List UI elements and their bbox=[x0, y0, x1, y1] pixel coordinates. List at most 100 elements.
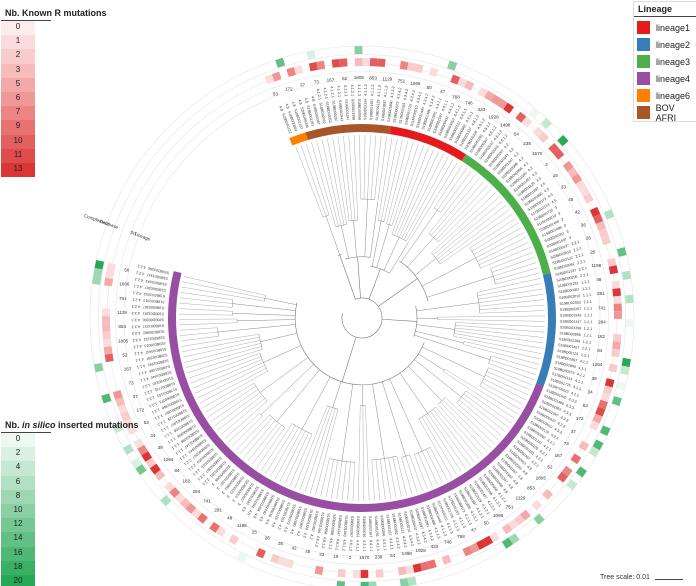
tip-lineage-code: 3 bbox=[563, 223, 567, 228]
tree-tip-branch bbox=[374, 135, 382, 200]
tip-lineage-code: 1.1.1 bbox=[171, 442, 180, 450]
known-r-heat-cell bbox=[613, 303, 622, 312]
known-r-legend-row: 10 bbox=[1, 134, 51, 149]
tree-tip-branch bbox=[341, 461, 347, 500]
tip-lineage-code: 4.2 bbox=[513, 152, 520, 159]
tree-tip-branch bbox=[337, 136, 350, 221]
tip-sit-value: 741 bbox=[598, 305, 606, 310]
tip-sample-id: S18BD00962 bbox=[287, 110, 298, 132]
tip-sample-id: S18BD00367 bbox=[143, 305, 165, 310]
tip-lineage-code: 3 bbox=[221, 490, 225, 494]
tip-lineage-code: 4.4.1.1 bbox=[382, 539, 387, 551]
known-r-heat-cell bbox=[595, 221, 607, 231]
tree-tip-branch bbox=[371, 460, 375, 501]
tip-sit-value: 182 bbox=[182, 479, 190, 484]
insilico-heat-cell bbox=[625, 318, 634, 328]
tree-tip-branch bbox=[190, 356, 261, 384]
tip-sit-value: 53 bbox=[273, 91, 279, 96]
tree-tip-branch bbox=[464, 341, 541, 360]
tree-tip-branch bbox=[440, 171, 472, 213]
tree-branch bbox=[276, 369, 320, 422]
tree-tip-branch bbox=[239, 417, 273, 455]
tip-lineage-code: 4.3.3 bbox=[132, 337, 141, 342]
tree-tip-branch bbox=[458, 399, 503, 437]
tip-sit-value: 853 bbox=[118, 324, 126, 329]
tree-branch bbox=[370, 202, 379, 258]
tree-branch bbox=[433, 207, 441, 213]
tip-lineage-code: 3 bbox=[566, 229, 570, 234]
tree-tip-branch bbox=[289, 434, 313, 487]
tree-tip-branch bbox=[217, 395, 263, 431]
lineage-label: lineage4 bbox=[656, 73, 691, 84]
insilico-legend-swatch bbox=[1, 503, 35, 519]
tip-lineage-code: 4.4.1.1 bbox=[362, 540, 366, 552]
tip-lineage-code: 3 bbox=[554, 206, 558, 211]
tree-tip-branch bbox=[463, 344, 540, 365]
known-r-heat-cell bbox=[141, 451, 153, 462]
tree-tip-branch bbox=[187, 349, 263, 374]
known-r-legend-value: 2 bbox=[15, 50, 21, 60]
tip-lineage-code: 1.1.1 bbox=[167, 436, 176, 444]
tip-sit-value: 167 bbox=[124, 367, 132, 372]
insilico-legend-row: 20 bbox=[1, 574, 51, 586]
tip-sample-id: S18BD00962 bbox=[391, 513, 398, 535]
tip-lineage-code: 4.3.3 bbox=[132, 304, 141, 308]
tip-sample-id: S20BD01597 bbox=[146, 353, 168, 361]
tip-lineage-code: 4.3.3 bbox=[132, 324, 141, 328]
tree-branch bbox=[389, 378, 423, 452]
tree-tip-branch bbox=[399, 151, 439, 238]
tip-lineage-code: 4.4.1.1 bbox=[459, 108, 468, 120]
tip-lineage-code: 4.2.1 bbox=[543, 444, 552, 452]
tip-lineage-code: 1.1.1 bbox=[584, 313, 592, 317]
known-r-heat-cell bbox=[106, 262, 116, 272]
known-r-legend-row: 0 bbox=[1, 21, 51, 36]
tip-sit-value: 853 bbox=[527, 486, 535, 491]
tree-tip-branch bbox=[433, 409, 475, 463]
insilico-legend-swatch bbox=[1, 532, 35, 547]
tree-tip-branch bbox=[437, 315, 545, 318]
insilico-heat-cell bbox=[407, 576, 417, 586]
insilico-heat-cell bbox=[592, 439, 604, 451]
tip-lineage-code: 4.3.4.2 bbox=[429, 95, 436, 107]
tip-sit-value: 768 bbox=[457, 534, 465, 539]
tree-tip-branch bbox=[437, 319, 545, 322]
insilico-legend-swatch bbox=[1, 574, 35, 586]
heatmap-ring-guide bbox=[115, 71, 609, 565]
tree-tip-branch bbox=[220, 398, 265, 435]
tree-branch bbox=[407, 237, 434, 268]
tree-branch bbox=[376, 224, 390, 268]
tree-tip-branch bbox=[418, 418, 453, 478]
lineage-label: lineage1 bbox=[656, 22, 691, 33]
tip-lineage-code: 4.1.2.1 bbox=[497, 492, 507, 504]
tip-lineage-code: 1.1.1 bbox=[164, 431, 173, 439]
tip-sample-id: S19BD02053 bbox=[356, 516, 360, 537]
tip-lineage-code: 4.6.1.2 bbox=[328, 538, 334, 550]
tree-branch bbox=[401, 454, 410, 458]
tree-tip-branch bbox=[495, 272, 540, 285]
tip-sit-value: 284 bbox=[598, 320, 606, 325]
tree-tip-branch bbox=[353, 135, 359, 221]
insilico-legend-value: 20 bbox=[13, 575, 23, 585]
tree-tip-branch bbox=[443, 371, 515, 419]
lineage-legend-item: lineage6 bbox=[634, 87, 696, 104]
known-r-heat-cell bbox=[531, 499, 543, 511]
known-r-heat-cell bbox=[360, 569, 369, 578]
tree-tip-branch bbox=[394, 147, 429, 236]
tip-sit-value: 751 bbox=[119, 296, 127, 301]
tip-sample-id: S18BD00367 bbox=[312, 103, 321, 125]
tip-lineage-code: 4.4.1.1 bbox=[465, 111, 474, 123]
tree-tip-branch bbox=[180, 297, 233, 304]
known-r-legend-row: 5 bbox=[1, 77, 51, 92]
tip-sample-id: S19BD00373 bbox=[159, 392, 180, 404]
tip-lineage-code: 4.2.1 bbox=[135, 277, 144, 282]
tip-sample-id: S18BD01347 bbox=[560, 320, 581, 324]
tree-tip-branch bbox=[463, 393, 509, 428]
insilico-legend-value: 10 bbox=[13, 504, 23, 514]
known-r-heat-cell bbox=[613, 311, 623, 319]
tree-tip-branch bbox=[392, 456, 402, 497]
tip-sit-value: 291 bbox=[214, 507, 222, 512]
tree-tip-branch bbox=[401, 154, 444, 239]
known-r-heat-cell bbox=[469, 542, 480, 554]
